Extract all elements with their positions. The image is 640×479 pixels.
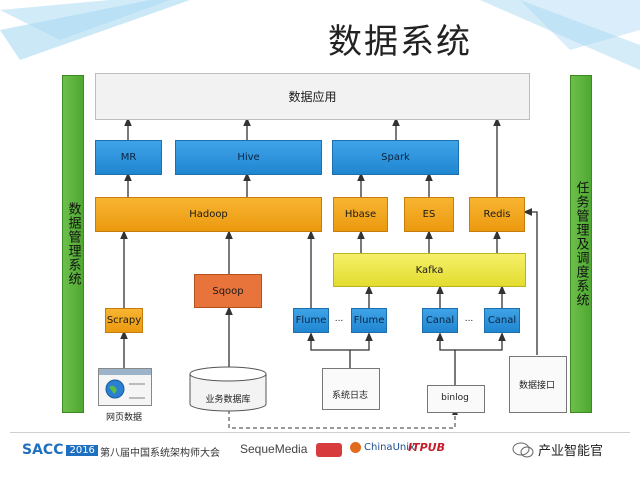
database-label: 业务数据库 — [205, 395, 251, 405]
conference-name: 第八届中国系统架构师大会 — [100, 448, 220, 459]
hive-box: Hive — [175, 140, 322, 175]
database-icon — [189, 366, 267, 412]
data-application-box: 数据应用 — [95, 73, 530, 120]
data-management-bar: 数据管理系统 — [62, 75, 84, 413]
text-lines — [129, 383, 145, 399]
sequemedia-logo: SequeMedia — [240, 442, 308, 456]
redis-box: Redis — [469, 197, 525, 232]
browser-bar — [99, 369, 151, 375]
scheduler-label: 任务管理及调度系统 — [573, 181, 589, 307]
hbase-box: Hbase — [333, 197, 388, 232]
api-label: 数据接口 — [518, 381, 555, 391]
kafka-box: Kafka — [333, 253, 526, 287]
chinaunix-logo: ChinaUnix — [350, 442, 415, 453]
decorative-ribbons — [0, 0, 640, 70]
spark-box: Spark — [332, 140, 459, 175]
api-doc — [509, 356, 567, 413]
sacc-year: 2016 — [66, 444, 98, 456]
binlog-doc — [427, 385, 485, 413]
chinaunix-text: ChinaUnix — [364, 442, 415, 453]
footer-line — [10, 432, 630, 433]
webpage-source — [98, 368, 152, 406]
page-title: 数据系统 — [328, 22, 472, 62]
ellipsis-1: ... — [334, 314, 344, 324]
wechat-badge: 产业智能官 — [512, 440, 603, 459]
sacc-text: SACC — [22, 442, 64, 458]
canal-box-1: Canal — [422, 308, 458, 333]
flume-box-2: Flume — [351, 308, 387, 333]
chinaunix-icon — [350, 442, 361, 453]
sacc-logo: SACC 2016 — [22, 442, 98, 458]
ellipsis-2: ... — [464, 314, 474, 324]
scheduler-bar: 任务管理及调度系统 — [570, 75, 592, 413]
partner-logo — [316, 443, 342, 457]
syslog-doc — [322, 368, 380, 410]
wechat-account: 产业智能官 — [538, 444, 604, 459]
wechat-icon — [512, 442, 534, 457]
scrapy-box: Scrapy — [105, 308, 143, 333]
mr-box: MR — [95, 140, 162, 175]
globe-icon — [105, 379, 125, 399]
data-management-label: 数据管理系统 — [65, 202, 81, 286]
footer-bar: SACC 2016 第八届中国系统架构师大会 SequeMedia ChinaU… — [0, 432, 640, 479]
flume-box-1: Flume — [293, 308, 329, 333]
sqoop-box: Sqoop — [194, 274, 262, 308]
itpub-logo: ITPUB — [408, 441, 445, 454]
hadoop-box: Hadoop — [95, 197, 322, 232]
webpage-label: 网页数据 — [105, 413, 142, 423]
binlog-label: binlog — [441, 393, 469, 403]
es-box: ES — [404, 197, 454, 232]
syslog-label: 系统日志 — [331, 391, 368, 401]
canal-box-2: Canal — [484, 308, 520, 333]
